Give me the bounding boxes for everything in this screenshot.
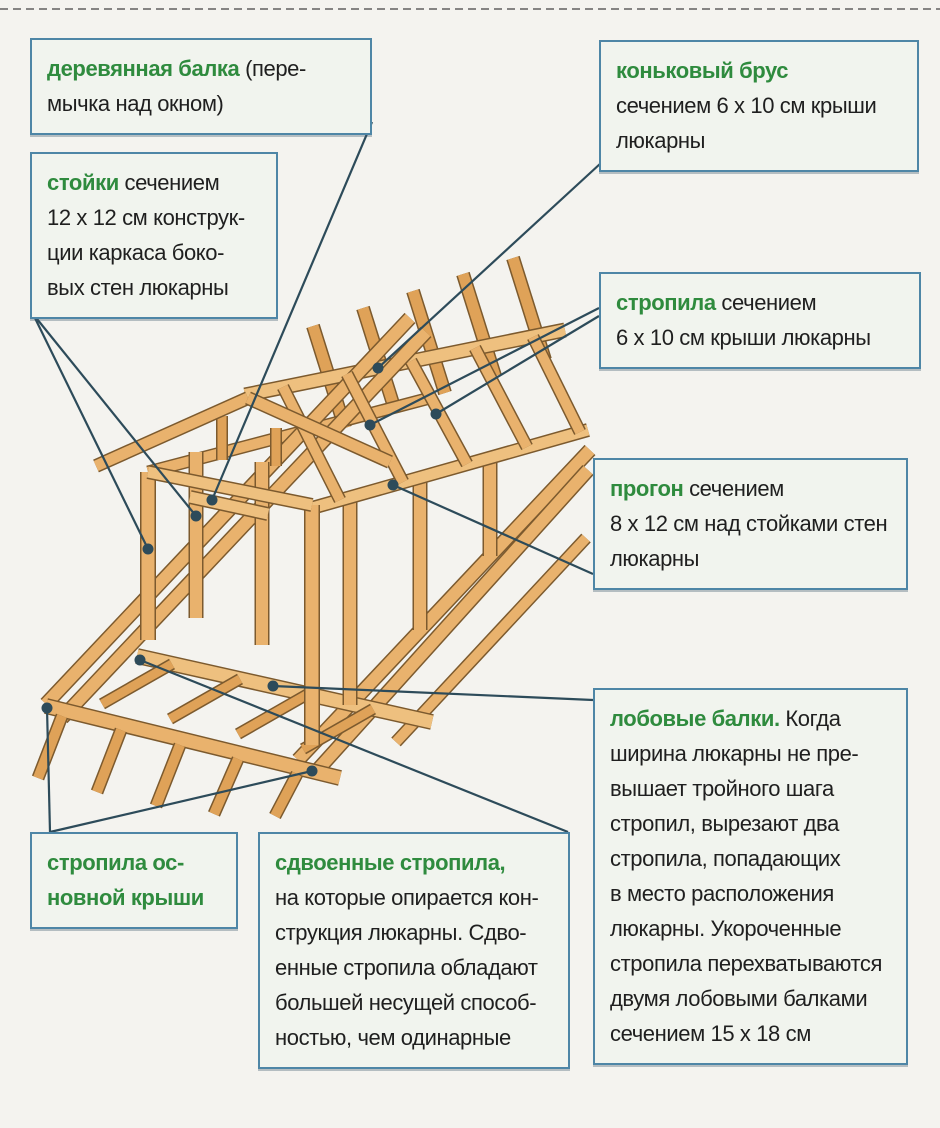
leader-window-lintel-dot [206, 494, 218, 506]
timber-beam [146, 466, 314, 511]
timber-beam [457, 272, 501, 378]
leader-ridge-beam-line [377, 162, 602, 369]
timber-beam [188, 491, 270, 520]
leader-doubled-rafter-dot [134, 654, 146, 666]
leader-post-1-line [32, 313, 149, 550]
timber-beam [342, 371, 408, 485]
timber-beam [44, 699, 342, 785]
leader-main-rafter-1-dot [41, 702, 53, 714]
callout-doubled-rafters-text: на которые опирается кон- струкция люкар… [275, 885, 539, 1050]
callout-wooden-beam-term: деревянная балка [47, 56, 240, 81]
leader-main-rafter-2-dot [306, 765, 318, 777]
timber-beam [278, 384, 345, 503]
callout-doubled-rafters: сдвоенные стропила, на которые опирается… [258, 832, 570, 1069]
callout-wooden-beam-text: (пере- мычка над окном) [47, 56, 306, 116]
callout-ridge-beam-term: коньковый брус [616, 58, 789, 83]
leader-main-rafter-1-line [45, 707, 52, 833]
leader-ridge-beam [372, 162, 602, 374]
leader-post-2-line [32, 313, 197, 517]
callout-purlin: прогон сечением 8 х 12 см над стойками с… [593, 458, 908, 590]
timber-beam [92, 728, 126, 794]
timber-beam [270, 771, 302, 819]
callout-posts-term: стойки [47, 170, 119, 195]
leader-main-rafter-2 [49, 765, 318, 834]
callout-ridge-beam: коньковый брус сечением 6 х 10 см крыши … [599, 40, 919, 172]
leader-post-1 [32, 313, 154, 555]
callout-posts: стойки сечением 12 х 12 см конструк- ции… [30, 152, 278, 319]
timber-beam [33, 714, 67, 780]
leader-dormer-rafter-1-dot [364, 419, 376, 431]
timber-beam [310, 424, 590, 514]
timber-beam [392, 534, 590, 746]
timber-structure [31, 255, 596, 820]
leader-dormer-rafter-2 [430, 315, 600, 420]
leader-dormer-rafter-2-dot [430, 408, 442, 420]
leader-dormer-rafter-2-line [435, 315, 600, 415]
leader-dormer-rafter-1 [364, 307, 600, 431]
callout-header-beams: лобовые балки. Когда ширина люкарны не п… [593, 688, 908, 1065]
leader-purlin-dot [387, 479, 399, 491]
callout-doubled-rafters-term: сдвоенные стропила, [275, 850, 506, 875]
callout-ridge-beam-text: сечением 6 х 10 см крыши люкарны [616, 93, 877, 153]
callout-posts-text: сечением 12 х 12 см конструк- ции каркас… [47, 170, 245, 300]
callout-header-beams-text: Когда ширина люкарны не пре- вышает трой… [610, 706, 882, 1046]
timber-beam [209, 757, 243, 816]
callout-dormer-rafters-term: стропила [616, 290, 716, 315]
leader-doubled-rafter [134, 654, 569, 834]
leader-purlin [387, 479, 594, 576]
leader-window-lintel-line [210, 121, 374, 501]
leader-header-beam [267, 680, 594, 702]
timber-beam [93, 392, 251, 472]
leader-main-rafter-2-line [49, 769, 313, 834]
callout-dormer-rafters: стропила сечением 6 х 10 см крыши люкарн… [599, 272, 921, 369]
callout-purlin-term: прогон [610, 476, 684, 501]
leader-header-beam-dot [267, 680, 279, 692]
timber-beam [245, 392, 393, 468]
timber-beam [135, 649, 434, 729]
timber-beam [151, 743, 185, 808]
leader-window-lintel [206, 121, 374, 506]
leader-doubled-rafter-line [139, 658, 569, 834]
timber-beam [470, 345, 532, 450]
timber-beam [167, 675, 243, 723]
leader-purlin-line [392, 483, 594, 576]
leader-post-2-dot [190, 510, 202, 522]
timber-beam [528, 334, 585, 435]
callout-main-roof-rafters-term: стропила ос- новной крыши [47, 850, 204, 910]
callout-header-beams-term: лобовые балки. [610, 706, 780, 731]
leader-post-1-dot [142, 543, 154, 555]
leader-post-2 [32, 313, 202, 522]
callout-dormer-rafters-text: сечением 6 х 10 см крыши люкарны [616, 290, 871, 350]
callout-wooden-beam: деревянная балка (пере- мычка над окном) [30, 38, 372, 135]
callout-purlin-text: сечением 8 х 12 см над стойками стен люк… [610, 476, 888, 571]
leader-main-rafter-1 [41, 702, 53, 833]
leader-ridge-beam-dot [372, 362, 384, 374]
timber-beam [99, 660, 175, 708]
leader-dormer-rafter-1-line [369, 307, 600, 426]
timber-beam [407, 289, 451, 395]
leader-lines [32, 121, 602, 834]
callout-main-roof-rafters: стропила ос- новной крыши [30, 832, 238, 929]
leader-header-beam-line [272, 684, 594, 702]
